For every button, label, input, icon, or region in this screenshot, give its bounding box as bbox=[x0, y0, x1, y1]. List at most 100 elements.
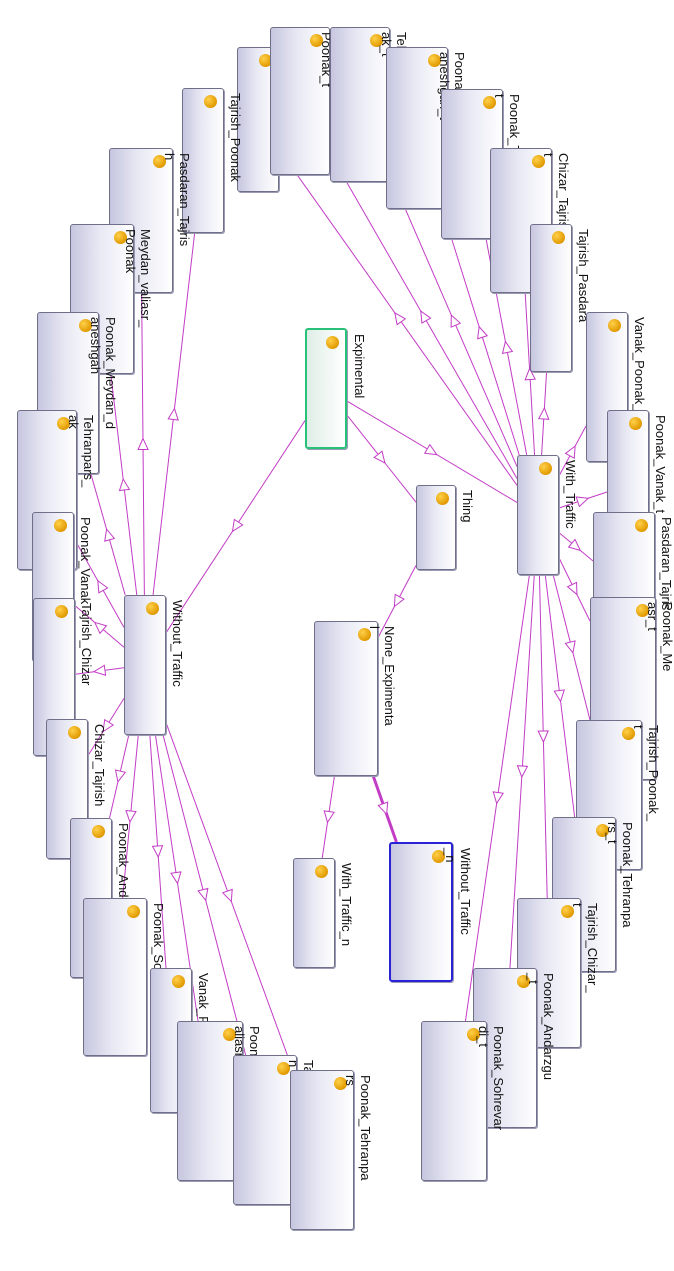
edge-without_traffic-to-l_poonak_meydan_anesh bbox=[90, 473, 126, 596]
class-node-label-line: rs bbox=[343, 1075, 358, 1086]
class-dot-icon bbox=[153, 155, 166, 168]
class-node-label-line: Poonak_Tehranpa bbox=[620, 822, 635, 928]
edge-with_traffic-to-r_tajrish_chizar_t bbox=[538, 574, 548, 899]
edge-arrow-none_exp-to-with_traffic_n bbox=[323, 810, 335, 824]
class-node-label-line: Meydan_valiasr_ bbox=[138, 229, 153, 328]
class-node-r-tajrish-pasdaran-t[interactable]: Tajrish_Pasdara bbox=[530, 224, 591, 372]
class-node-label-line: h bbox=[162, 153, 177, 161]
class-dot-icon bbox=[79, 319, 92, 332]
edge-arrow-without_traffic-to-l_poonak_meydan_v bbox=[170, 871, 182, 885]
class-node-r-meydan-poonak-t[interactable]: Meydan_valiasr_Poonak_t bbox=[270, 27, 349, 175]
class-node-without-traffic-n[interactable]: Without_Traffic_n bbox=[389, 842, 473, 982]
edge-none_exp-to-with_traffic_n bbox=[321, 775, 335, 859]
class-node-label-line: di_t bbox=[476, 1026, 491, 1047]
class-node-label-line: Poonak_Sohrevar bbox=[491, 1026, 506, 1131]
class-node-l-meydan-poonak[interactable]: Meydan_valiasr_Poonak bbox=[70, 224, 153, 374]
class-dot-icon bbox=[436, 492, 449, 505]
class-node-with-traffic-n[interactable]: With_Traffic_n bbox=[293, 858, 354, 968]
edge-without_traffic-to-l_poonak_andarzgu bbox=[109, 734, 130, 819]
edge-arrow-with_traffic-to-r_tajrish_chizar_t bbox=[537, 730, 549, 744]
class-node-label: With_Traffic bbox=[563, 460, 578, 552]
class-node-without-traffic[interactable]: Without_Traffic bbox=[124, 595, 185, 735]
class-node-label-line: Tajrish_Poonak_ bbox=[646, 725, 661, 822]
class-node-label-line: Expimental bbox=[352, 334, 367, 399]
class-node-label: Tajrish_Chizar_t bbox=[570, 903, 600, 1025]
class-node-l-tajrish-pasdaran[interactable]: Tajrish_Pasdaran bbox=[233, 1055, 316, 1205]
class-node-label-line: Poonak_Tehranpa bbox=[358, 1075, 373, 1181]
class-dot-icon bbox=[92, 825, 105, 838]
class-node-label: Without_Traffic bbox=[170, 600, 185, 712]
class-node-label-line: With_Traffic_n bbox=[339, 863, 354, 947]
class-node-l-chizar-tajrish[interactable]: Chizar_Tajrish bbox=[46, 719, 107, 859]
class-node-exp[interactable]: Expimental bbox=[305, 328, 367, 449]
class-node-label: Meydan_valiasr_Poonak bbox=[123, 229, 153, 351]
edge-arrow-with_traffic-to-r_poonak_tehranpars_t bbox=[553, 689, 565, 703]
class-node-label: Tajrish_Poonak_t bbox=[631, 725, 661, 847]
edge-arrow-without_traffic-to-l_tajrish_pasdaran bbox=[197, 887, 209, 902]
class-dot-icon bbox=[635, 519, 648, 532]
class-dot-icon bbox=[204, 95, 217, 108]
class-node-label-line: Tajrish_Chizar bbox=[79, 603, 94, 686]
class-dot-icon bbox=[68, 726, 81, 739]
class-node-label-line: _t bbox=[526, 973, 541, 984]
edge-arrow-without_traffic-to-l_tajrish_poonak bbox=[167, 407, 179, 421]
class-dot-icon bbox=[370, 34, 383, 47]
edge-arrow-with_traffic-to-r_poonak_andarzgu_t bbox=[516, 765, 529, 779]
edge-arrow-without_traffic-to-l_tajrish_chizar bbox=[92, 664, 107, 676]
edge-arrow-with_traffic-to-r_poonak_meydan_v_t bbox=[566, 581, 578, 596]
class-dot-icon bbox=[552, 231, 565, 244]
class-node-label-line: Poonak_Andarzgu bbox=[541, 973, 556, 1080]
edge-arrow-with_traffic-to-r_poonak_tajrish_t bbox=[501, 340, 514, 354]
class-dot-icon bbox=[172, 975, 185, 988]
class-node-label-line: Poonak_Meydan_d bbox=[103, 317, 118, 430]
class-node-label-line: l bbox=[367, 626, 382, 629]
class-dot-icon bbox=[483, 96, 496, 109]
edge-arrow-without_traffic-to-l_tehranpars_poonak bbox=[97, 579, 109, 594]
class-dot-icon bbox=[636, 604, 649, 617]
class-dot-icon bbox=[539, 462, 552, 475]
class-node-l-poonak-meydan-v[interactable]: Poonak_Meydan_valiasr bbox=[177, 1021, 262, 1181]
edge-with_traffic-to-r_tajrish_pasdaran_t bbox=[541, 371, 548, 456]
class-dot-icon bbox=[467, 1028, 480, 1041]
edge-arrow-with_traffic-to-r_vanak_poonak_t bbox=[564, 445, 576, 460]
class-dot-icon bbox=[517, 975, 530, 988]
class-dot-icon bbox=[428, 54, 441, 67]
class-node-label-line: Without_Traffic bbox=[458, 848, 473, 935]
class-node-l-poonak-sohrevardi[interactable]: Poonak_Sohrevar bbox=[83, 898, 166, 1056]
edge-exp-to-thing bbox=[346, 414, 417, 503]
class-node-r-poonak-vanak-t[interactable]: Poonak_Vanak_t bbox=[607, 410, 668, 560]
edge-arrow-thing-to-none_exp bbox=[393, 593, 405, 608]
edge-arrow-without_traffic-to-l_vanak_poonak bbox=[151, 845, 164, 859]
class-dot-icon bbox=[629, 417, 642, 430]
class-node-label: Tajrish_Poonak bbox=[228, 93, 243, 210]
class-dot-icon bbox=[223, 1028, 236, 1041]
class-node-label-line: Without_Traffic bbox=[170, 600, 185, 687]
class-node-thing[interactable]: Thing bbox=[416, 485, 475, 570]
edge-arrow-without_traffic-to-l_poonak_meydan_anesh bbox=[104, 528, 116, 542]
class-node-label-line: Poonak bbox=[123, 229, 138, 274]
edge-arrow-with_traffic-to-r_poonak_meydan_anesh_t bbox=[477, 325, 489, 340]
edge-arrow-with_traffic-to-r_poonak_tajrish bbox=[394, 311, 407, 326]
edge-arrow-exp-to-thing bbox=[373, 450, 386, 464]
edge-arrow-without_traffic-to-l_meydan_poonak bbox=[118, 477, 131, 492]
edge-with_traffic-to-r_tajrish_poonak_t bbox=[552, 574, 591, 721]
class-node-l-tajrish-poonak[interactable]: Tajrish_Poonak bbox=[182, 88, 243, 233]
edge-with_traffic-to-r_poonak_meydan_v_t bbox=[558, 557, 591, 622]
class-node-label-line: None_Expimenta bbox=[382, 626, 397, 726]
class-node-label-line: Pasdaran_Tajris bbox=[177, 153, 192, 247]
class-dot-icon bbox=[55, 605, 68, 618]
edge-arrow-without_traffic-to-l_poonak_andarzgu bbox=[114, 769, 127, 784]
class-node-r-tehranpars-poonak-t[interactable]: Tehranpars_Poonak_t bbox=[330, 27, 409, 182]
edge-arrow-with_traffic-to-r_poonak_sohrevardi_t bbox=[492, 791, 505, 805]
class-node-with-traffic[interactable]: With_Traffic bbox=[517, 455, 578, 575]
